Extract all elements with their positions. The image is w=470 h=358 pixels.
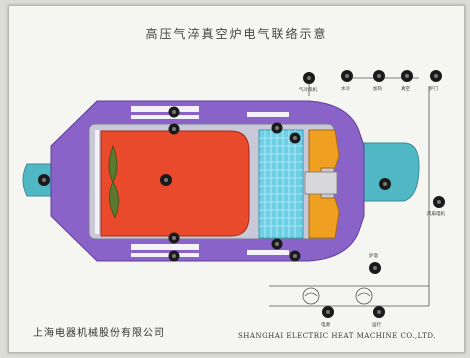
heating-chamber [100, 130, 250, 237]
meter-needle [304, 292, 318, 297]
furnace-diagram: 气冷风机 水冷 加热 真空 炉门 风扇电机 炉温 电源 运行 [22, 70, 445, 328]
knob-right-flange[interactable] [379, 178, 391, 190]
knob-temperature[interactable] [369, 262, 381, 274]
control-panel: 高压气淬真空炉电气联络示意 [8, 5, 465, 353]
knob-grid-top[interactable] [271, 122, 283, 134]
right-flange [363, 142, 420, 202]
knob-fan-motor[interactable] [433, 196, 445, 208]
meter-needle [357, 292, 371, 297]
knob-power[interactable] [322, 306, 334, 318]
label-knob-2: 水冷 [341, 85, 350, 92]
knob-top-1[interactable] [168, 106, 180, 118]
knob-bottom-1[interactable] [168, 232, 180, 244]
heat-exchanger [308, 129, 340, 239]
knob-control-4[interactable] [401, 70, 413, 82]
meter-left [302, 287, 320, 305]
knob-control-1[interactable] [303, 72, 315, 84]
label-knob-4: 真空 [401, 85, 410, 92]
knob-exchanger-top[interactable] [289, 132, 301, 144]
company-name-english: SHANGHAI ELECTRIC HEAT MACHINE CO.,LTD. [238, 332, 436, 340]
label-knob-3: 加热 [373, 85, 382, 92]
knob-bottom-2[interactable] [168, 250, 180, 262]
fan-blade [108, 144, 119, 219]
company-name-chinese: 上海电器机械股份有限公司 [33, 328, 165, 339]
label-run: 运行 [372, 321, 381, 328]
knob-run[interactable] [373, 306, 385, 318]
meter-right [355, 287, 373, 305]
knob-chamber-center[interactable] [160, 174, 172, 186]
bottom-shield-bar [131, 244, 199, 250]
knob-control-2[interactable] [341, 70, 353, 82]
top-shield-bar [247, 112, 289, 117]
bottom-shield-bar [247, 250, 289, 255]
knob-grid-bottom[interactable] [271, 238, 283, 250]
top-shield-bar [131, 106, 199, 112]
cooling-grid [258, 129, 304, 239]
knob-left-flange[interactable] [38, 174, 50, 186]
knob-control-3[interactable] [373, 70, 385, 82]
fan-motor-shaft [304, 171, 338, 195]
label-fan-motor: 风扇电机 [427, 210, 445, 217]
panel-title: 高压气淬真空炉电气联络示意 [145, 27, 328, 41]
label-temperature: 炉温 [369, 252, 378, 259]
knob-control-5[interactable] [430, 70, 442, 82]
label-knob-5: 炉门 [429, 85, 438, 92]
label-knob-1: 气冷风机 [299, 86, 317, 93]
door-frame [95, 130, 99, 234]
bottom-shield-bar [131, 253, 199, 257]
knob-top-2[interactable] [168, 123, 180, 135]
top-shield-bar [131, 115, 199, 119]
label-power: 电源 [321, 321, 330, 328]
knob-exchanger-bottom[interactable] [289, 250, 301, 262]
